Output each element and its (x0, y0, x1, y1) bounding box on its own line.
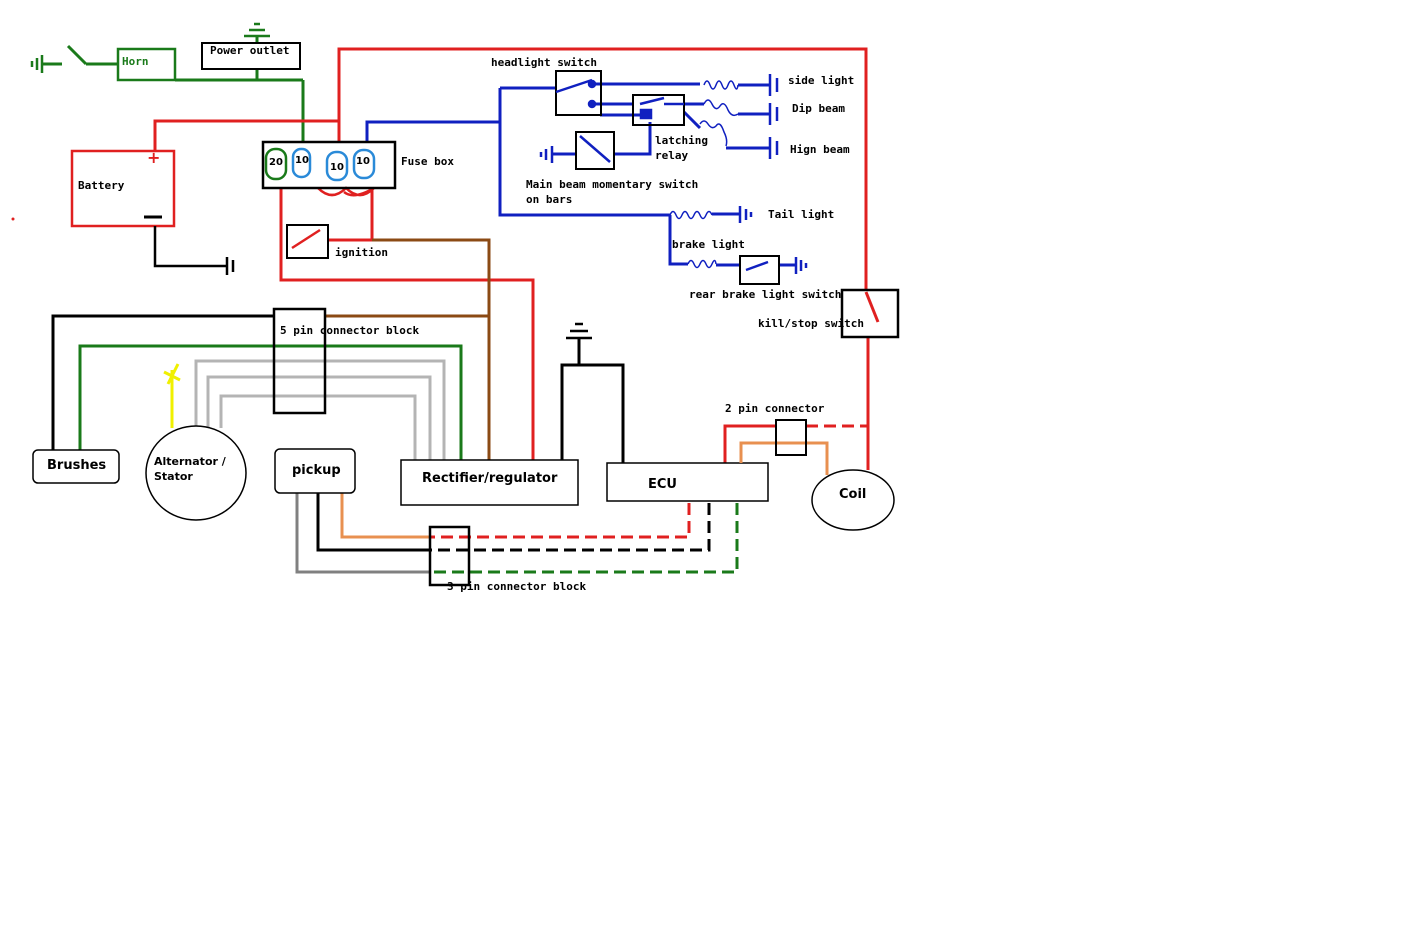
ignition-switch-lever (291, 228, 321, 250)
horn-circuit (42, 36, 305, 142)
ground-icons-blue (539, 74, 808, 274)
horn-box (116, 47, 177, 82)
rear-brake-switch-label: rear brake light switch (689, 288, 841, 301)
brake-light-bulb-icon (687, 259, 717, 269)
black-wires (51, 314, 625, 552)
brushes-box (32, 449, 120, 484)
pickup-box (274, 448, 356, 494)
high-beam-bulb-icon (699, 120, 728, 147)
latching-relay-label-2: relay (655, 149, 688, 162)
alternator-stator (145, 425, 247, 521)
power-outlet-ground-icon (244, 22, 270, 38)
rectifier-label: Rectifier/regulator (422, 471, 558, 486)
main-beam-label-1: Main beam momentary switch (526, 178, 698, 191)
fuse-20: 20 (264, 147, 288, 181)
high-beam-label: Hign beam (790, 143, 850, 156)
horn-label: Horn (122, 55, 149, 68)
svg-text:20: 20 (269, 157, 283, 168)
green-dashed-ecu (430, 503, 739, 574)
stray-dot (11, 217, 15, 221)
power-outlet-label: Power outlet (210, 44, 289, 57)
horn-ground-icon (30, 55, 44, 73)
headlight-switch-box (555, 70, 602, 116)
dip-beam-label: Dip beam (792, 102, 845, 115)
fuse-10c: 10 (352, 148, 376, 180)
brake-light-label: brake light (672, 238, 745, 251)
ecu-box (606, 462, 769, 502)
red-wires (153, 47, 870, 470)
svg-text:10: 10 (295, 155, 309, 166)
main-beam-switch-box (575, 131, 615, 170)
ecu-label: ECU (648, 477, 677, 492)
fuse-box (261, 140, 397, 190)
brushes-label: Brushes (47, 458, 106, 473)
kill-switch-lever (864, 291, 880, 323)
ignition-label: ignition (335, 246, 388, 259)
power-outlet-box (201, 42, 301, 70)
five-pin-label: 5 pin connector block (280, 324, 419, 337)
pickup-wires (295, 492, 430, 574)
coil (811, 469, 895, 531)
three-pin-label: 3 pin connector block (447, 580, 586, 593)
pickup-label: pickup (292, 463, 341, 478)
coil-label: Coil (839, 487, 866, 502)
two-pin-connector (775, 419, 807, 456)
main-beam-label-2: on bars (526, 193, 572, 206)
dip-beam-bulb-icon (703, 99, 739, 117)
yellow-stator-wire (163, 363, 181, 428)
latching-relay-label-1: latching (655, 134, 708, 147)
battery-box (70, 149, 176, 228)
ignition-switch-box (286, 224, 329, 259)
svg-text:10: 10 (356, 156, 370, 167)
orange-coil-wire (739, 441, 829, 475)
red-dashed-ecu (345, 503, 691, 539)
battery-ground (153, 226, 235, 275)
alternator-label-2: Stator (154, 470, 193, 483)
headlight-switch-contacts (555, 78, 597, 109)
headlight-switch-label: headlight switch (491, 56, 597, 69)
ground-ecu-icon (566, 322, 592, 340)
tail-light-bulb-icon (669, 210, 713, 220)
kill-switch-label: kill/stop switch (758, 317, 864, 330)
main-beam-switch-lever (579, 135, 611, 163)
blue-wires (365, 82, 796, 267)
svg-text:10: 10 (330, 162, 344, 173)
green-brush-wire (78, 344, 463, 460)
brown-wires (326, 238, 491, 460)
battery-label: Battery (78, 179, 125, 192)
fuse-box-label: Fuse box (401, 155, 454, 168)
black-dashed-ecu (430, 503, 711, 552)
alternator-label-1: Alternator / (154, 455, 227, 468)
grey-stator-wires (194, 359, 446, 460)
tail-light-label: Tail light (768, 208, 834, 221)
rectifier-regulator-box (400, 459, 579, 506)
rear-brake-switch-box (739, 255, 780, 285)
fuse-10b: 10 (325, 150, 349, 182)
two-pin-label: 2 pin connector (725, 402, 825, 415)
battery-plus-icon: + (147, 148, 160, 167)
latching-relay-box (632, 94, 685, 126)
three-pin-connector (428, 525, 471, 587)
side-light-bulb-icon (703, 80, 739, 90)
side-light-label: side light (788, 74, 854, 87)
latching-relay-contacts (639, 96, 684, 120)
fuse-10a: 10 (291, 147, 312, 179)
rear-brake-switch-lever (745, 260, 769, 272)
five-pin-connector (272, 307, 327, 415)
